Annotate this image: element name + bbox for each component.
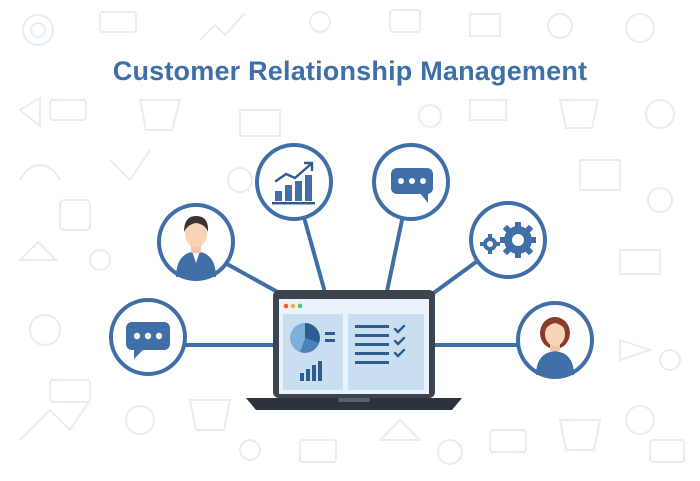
doodle-trend-icon xyxy=(199,12,246,41)
node-chat-top xyxy=(372,143,450,221)
node-man xyxy=(157,203,235,281)
chat-bubble-icon xyxy=(126,322,170,359)
node-gears xyxy=(469,201,547,279)
laptop xyxy=(246,290,462,410)
checklist-icon xyxy=(355,325,389,364)
chat-bubble-icon xyxy=(391,168,433,203)
node-growth-chart xyxy=(255,143,333,221)
doodle-buy-tag-icon xyxy=(99,11,137,33)
gears-icon xyxy=(480,222,536,258)
window-dot-yellow xyxy=(290,303,296,309)
mini-bar-chart-icon xyxy=(300,361,322,381)
bar-chart-growth-icon xyxy=(272,161,315,205)
doodle-cart-icon xyxy=(138,99,182,131)
doodle-megaphone-icon xyxy=(18,96,41,129)
doodle-target-icon xyxy=(22,14,54,46)
window-dot-green xyxy=(297,303,303,309)
node-woman xyxy=(516,301,594,379)
laptop-base xyxy=(246,398,462,410)
man-avatar-icon xyxy=(176,216,216,277)
woman-avatar-icon xyxy=(536,317,574,375)
window-dot-red xyxy=(283,303,289,309)
page-title: Customer Relationship Management xyxy=(112,56,588,86)
connector-growth-chart xyxy=(303,219,328,298)
connector-chat-top xyxy=(384,218,404,298)
node-chat-left xyxy=(109,298,187,376)
